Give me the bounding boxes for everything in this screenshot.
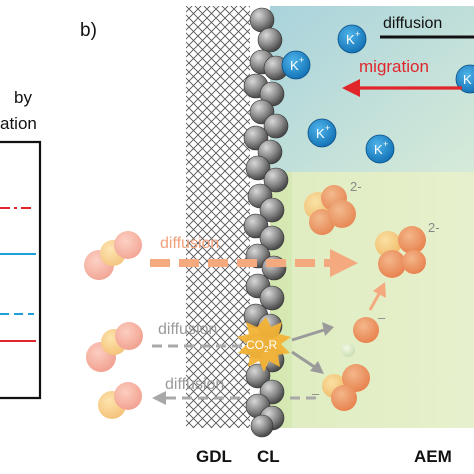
product-arrowhead-upper-icon	[322, 322, 334, 336]
migration-label: migration	[359, 57, 429, 76]
k-ion-label: K	[316, 126, 325, 141]
k-ion-label: K	[346, 32, 355, 47]
k-ion: K	[455, 64, 474, 94]
co2r-label: CO2R	[246, 338, 277, 354]
left-panel: by ation	[0, 88, 42, 400]
k-ion-charge: +	[383, 139, 388, 149]
product-arrow-lower	[291, 350, 317, 370]
top-diffusion-label: diffusion	[383, 15, 442, 32]
left-plot-frame	[0, 140, 42, 400]
gdl-region	[186, 6, 250, 428]
formate-molecule	[341, 317, 379, 357]
charge-label-divalent-right: 2-	[428, 220, 440, 235]
product-arrow-upper	[291, 328, 325, 342]
carbonate-molecule-right	[375, 226, 426, 278]
gas-molecule-lower	[98, 382, 142, 419]
diffusion-mid-label: diffusion	[160, 235, 219, 252]
k-ion-label: K	[290, 58, 299, 73]
cl-label: CL	[257, 447, 280, 466]
charge-label-divalent: 2-	[350, 179, 362, 194]
aem-label: AEM	[414, 447, 452, 466]
k-ion: K +	[365, 134, 395, 164]
k-ion: K +	[281, 50, 311, 80]
diffusion-bottom-arrowhead-icon	[152, 391, 166, 405]
k-ion-charge: +	[325, 123, 330, 133]
gas-molecule-upper	[84, 231, 142, 280]
k-ion-charge: +	[355, 29, 360, 39]
charge-label-monovalent-low: –	[312, 386, 320, 401]
left-header-line1: by	[14, 88, 32, 107]
k-ion: K +	[337, 24, 367, 54]
orange-up-arrowhead-icon	[373, 282, 386, 298]
panel-label: b)	[80, 20, 97, 41]
product-arrowhead-lower-icon	[310, 361, 324, 374]
k-ion: K +	[307, 118, 337, 148]
gas-molecule-mid	[86, 322, 143, 372]
charge-label-monovalent: –	[378, 310, 386, 325]
bicarbonate-molecule	[322, 364, 370, 411]
carbonate-molecule	[304, 185, 356, 235]
migration-arrowhead-icon	[342, 79, 360, 97]
k-ion-label: K	[374, 142, 383, 157]
gdl-label: GDL	[196, 447, 232, 466]
left-header-line2: ation	[0, 114, 37, 133]
orange-up-arrow-line	[368, 291, 382, 311]
diffusion-low-label: diffusion	[158, 321, 217, 338]
co2r-burst-icon	[237, 317, 291, 372]
diffusion-mid-arrowhead-icon	[330, 249, 358, 277]
k-ion-charge: +	[299, 55, 304, 65]
diffusion-bottom-label: diffusion	[165, 376, 224, 393]
k-ion-label: K	[463, 72, 472, 87]
